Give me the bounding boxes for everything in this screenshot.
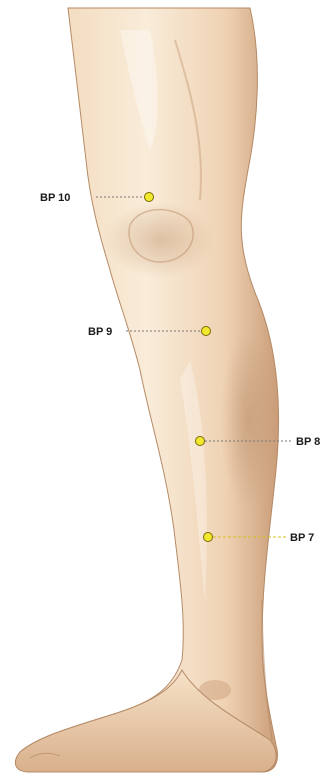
marker-bp7-icon[interactable] (204, 533, 213, 542)
knee-shadow (105, 202, 215, 278)
label-bp8: BP 8 (296, 436, 320, 448)
calf-shadow (220, 330, 276, 510)
marker-bp8-icon[interactable] (196, 437, 205, 446)
label-bp7: BP 7 (290, 532, 314, 544)
label-bp9: BP 9 (88, 326, 112, 338)
label-bp10: BP 10 (40, 192, 70, 204)
leg-illustration (15, 8, 278, 772)
marker-bp10-icon[interactable] (145, 193, 154, 202)
marker-bp9-icon[interactable] (202, 327, 211, 336)
